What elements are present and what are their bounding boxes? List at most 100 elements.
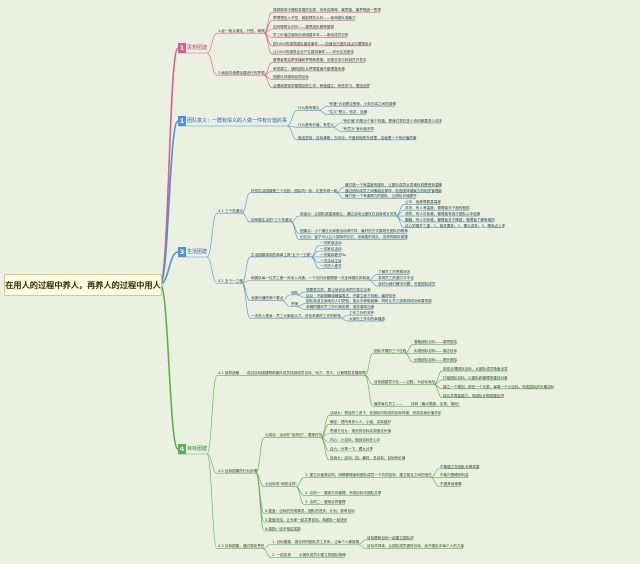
topic-node[interactable]: 用途点：让团队能直接被让，通过活动让团队在自身成长关系 [300,211,398,216]
topic-node[interactable]: 目标共同体，让团队成员做好目标，给予团队中每个人的力量 [367,544,465,549]
topic-node[interactable]: 不能只是眼前利益 [440,473,469,478]
topic-node[interactable]: 打破团队目标，以团队和管理来建设对象 [443,375,508,380]
topic-node[interactable]: 做这些前，目标清晰，方向对，不做其他的东西里，这就是一个有价值的事 [298,135,417,140]
topic-node[interactable]: "有爱"大到是否受家，小到兄弟之间的感情 [328,102,396,106]
topic-node[interactable]: 6.激励：给予相应奖励 [265,526,301,531]
topic-node[interactable]: 3.2 五个一工程 [218,278,243,283]
topic-node[interactable]: 把1000的指导团队建设事件——加速自己团队自由与理想设计 [273,41,372,46]
topic-node[interactable]: 管理者是启蒙传播和梦想和是旗，创造交流与机制员开发见 [273,58,367,63]
topic-node[interactable]: 5.复盘总结，让大家一起共享目标，和团队一起进步 [265,517,348,522]
topic-node[interactable]: 和团队每一位员工做一对深入沟通，一个月内对管理做一次全体团队的和谐 [251,276,370,281]
topic-node[interactable]: 不做其他事情 [440,482,462,487]
topic-node[interactable]: 成长并提高能力，向团队长期发展迈进 [443,393,505,398]
topic-node[interactable]: Tip [341,252,347,257]
topic-node[interactable]: 4.2 目标团建的行为步骤 [218,469,258,473]
topic-node[interactable]: 1. 建立价值观合同，明确管理者和团队成员一个共同目标，建立相互之间的信任 [305,473,432,478]
topic-node[interactable]: 如何做生活的"三个关键点 [251,217,293,222]
topic-node[interactable]: 团建点：小个通过大家做活动得不异，最好的方式展现在团队的精神 [300,229,408,234]
topic-node[interactable]: 团队真诚正面地向人们把信，能从中获取鼓舞，同时让员工感受到成功和喜悦感 [306,299,432,304]
topic-node[interactable]: 一次进入是身：员工大家能从力，进化来源的工作的积极 [251,313,341,318]
topic-node[interactable]: 4.1 指导战略 [218,371,240,376]
topic-node[interactable]: 制定合理团队目标，从团队成员角度出发 [443,366,508,371]
topic-node[interactable]: 苏关，有人有温度，管理者对下面的鼓励 [405,206,470,211]
topic-node[interactable]: 及时为他们解决问题，关爱团队成员 [378,281,436,286]
topic-node[interactable]: 创造团队目标——提升团结 [414,358,458,362]
topic-node[interactable]: 想要表达的，要让他说出来把它表达出来 [306,287,371,292]
topic-node[interactable]: 一次家访活动 [320,246,342,251]
topic-node[interactable]: 大目标的"两张合同" [265,482,298,487]
topic-node[interactable]: 准确把握好员工的长期发展，激发潜能加速 [306,305,375,310]
topic-node[interactable]: 倾听 [291,290,299,295]
topic-node[interactable]: 自我九：启动，回，最终，总目标、目标有价值 [330,455,406,460]
topic-node[interactable]: 目标是和目标一起建立团队的 [367,535,414,540]
topic-node[interactable]: 一次送人爱关 [320,264,342,269]
topic-node[interactable]: 深度沟通的两个要点 [251,296,284,301]
topic-node[interactable]: 领导，有人可依赖，管理者有强于团队心中信服 [405,211,481,216]
topic-node[interactable]: 一次活动主旨 [320,258,342,263]
topic-node[interactable]: 从团队成员中建立的团队精神 [299,553,346,558]
topic-node[interactable]: 2. 一起实现 [272,553,291,558]
topic-node[interactable]: 4.3 目标团建，通过强化责任 [218,544,265,549]
topic-node[interactable]: 好的生活团建是三个目的：团队同一标，才是不同一和 [251,188,338,193]
topic-node[interactable]: 通过团队成员之间像朋友那样，检查团体凝聚力的相关管理能 [345,188,443,193]
topic-node[interactable]: 了解员工的思想状态 [378,270,411,275]
topic-node[interactable]: "有价值"的是对个家个祈福，是我们现在多少你你都要多少成本 [342,118,443,123]
topic-node[interactable]: 确定：把所有多少人，小组，实际做好 [330,420,392,425]
topic-node[interactable]: 2. 合同一：展现方向管理，完成目标中团队共享 [305,491,382,496]
branch-connector [159,251,179,285]
topic-node[interactable]: 如何理想认识问——善思团队精神整顿 [273,24,335,29]
topic-node[interactable]: 内心：小目标，做到目标在心中 [330,437,381,442]
branch-connector [206,375,218,455]
topic-node[interactable]: 合理和提领学是理念的工作，积极建立，有些学习，理进创意 [273,83,371,88]
topic-node[interactable]: 活动九：把目的三说下，在团队内形成的目标时候，完成自我价值评定 [330,411,442,416]
topic-node[interactable]: 圆融，有人中有难，管理者关于情感，管理者了解有难的 [405,217,495,222]
topic-node[interactable]: "生义"是义，信念，品格 [328,110,368,115]
topic-node[interactable]: 赞美 [291,302,299,307]
topic-node[interactable]: 员工价值应保持自身团建年年——推动成员自觉 [273,33,349,38]
topic-node[interactable]: 目标团建意义在——过程，为目标而战 [374,380,436,385]
topic-node[interactable]: 结论：不能明确或确保表达，不要立即下判断，最好听完 [306,293,396,298]
topic-node[interactable]: 承担建立，通机团队从梦想直面不盛理直来源 [273,66,345,71]
topic-node[interactable]: 穿越服务中蓬勃发展的志愿，你来自精神、最思路、最梦想统一思想 [273,8,381,12]
topic-node[interactable]: 实现团队目标——凝志目标 [414,349,458,354]
topic-node[interactable]: 最打造一个有道德力的团队，让团队价值提升 [345,194,417,199]
topic-node[interactable]: 1. 目标团建，强化好的团队员工关系，让每个人都能够 [272,540,360,545]
topic-node[interactable]: 凝聚团队目标——凝思团结 [414,340,458,345]
topic-node[interactable]: 一次联谊活动 [320,241,342,246]
topic-node[interactable]: 不要建立在团队长期发展 [440,464,480,469]
topic-node[interactable]: 4.复盘：目标的完成情况、团队的进步、计划，参考目标 [265,508,355,513]
topic-node[interactable]: 什么是有价值，有意义 [298,123,334,127]
topic-node[interactable]: 发现员工的潜力与不足 [378,276,414,281]
topic-node[interactable]: 让1000的指导企业产生建设事件——作为生态是伟 [273,50,355,54]
topic-node[interactable]: 自九：分享一下，跟九分享 [330,446,374,451]
topic-node[interactable]: 团团队领建和品质目标 [273,75,309,80]
topic-node[interactable]: "有意义"有价值不同 [342,127,375,132]
topic-node[interactable]: 团队开展的三个过程 [374,349,407,354]
topic-node[interactable]: 工作之外的关怀 [349,311,375,316]
topic-node[interactable]: 九成目：活动在"自然在"，要按任务 [265,433,323,438]
topic-node[interactable]: 生活团建常用的简单工具"五个一工程" [251,252,312,257]
branch-connector [286,110,298,127]
topic-node[interactable]: 最打造一个有温度的团队，让团队成员从灵魂处真是受到温暖 [345,182,443,187]
topic-node[interactable]: 寄理想加入开发，都起理念从利——使命团队凝聚力 [273,16,356,21]
topic-node[interactable]: 最终每位员工—— [374,402,403,407]
topic-node[interactable]: 公平，各种是要直高度 [405,200,441,205]
topic-node[interactable]: 一次集体看书 [320,252,342,257]
topic-node[interactable]: 建立一个规划，即在一个月里，每周一个小目标，完成团队的长期目标 [443,384,555,389]
topic-node[interactable]: 2.面临内涵理论建设行的梦想 [218,71,265,75]
root-topic[interactable]: 在用人的过程中养人，再养人的过程中用人 [4,274,162,296]
topic-node[interactable]: 大家在工作中的幸福感 [349,316,385,321]
topic-node[interactable]: 这心的展开三重：1，相关要多；2，情义讲多；3，情深点上来 [405,223,506,228]
topic-node[interactable]: 什么是有情义 [298,106,320,111]
topic-node[interactable]: 记忆点：留下可以让人回味的记忆，也就能形成久，这样的团队团建 [300,235,408,240]
topic-node[interactable]: 思维方法九：规划的目标实现做法价值 [330,429,392,434]
topic-node[interactable]: 真过目标团建帮助团队成员找到成员目标、动力、意义，让管理层发展原理 [247,371,366,376]
topic-node[interactable]: 找到（最大限度、实现、落地） [411,402,462,407]
topic-node[interactable]: 1.经一致认清定，开悟、精神 [218,29,265,33]
topic-node[interactable]: 3. 合同二：展现合同管理 [305,500,346,505]
topic-node[interactable]: 3.1 三个关键点 [218,208,243,213]
